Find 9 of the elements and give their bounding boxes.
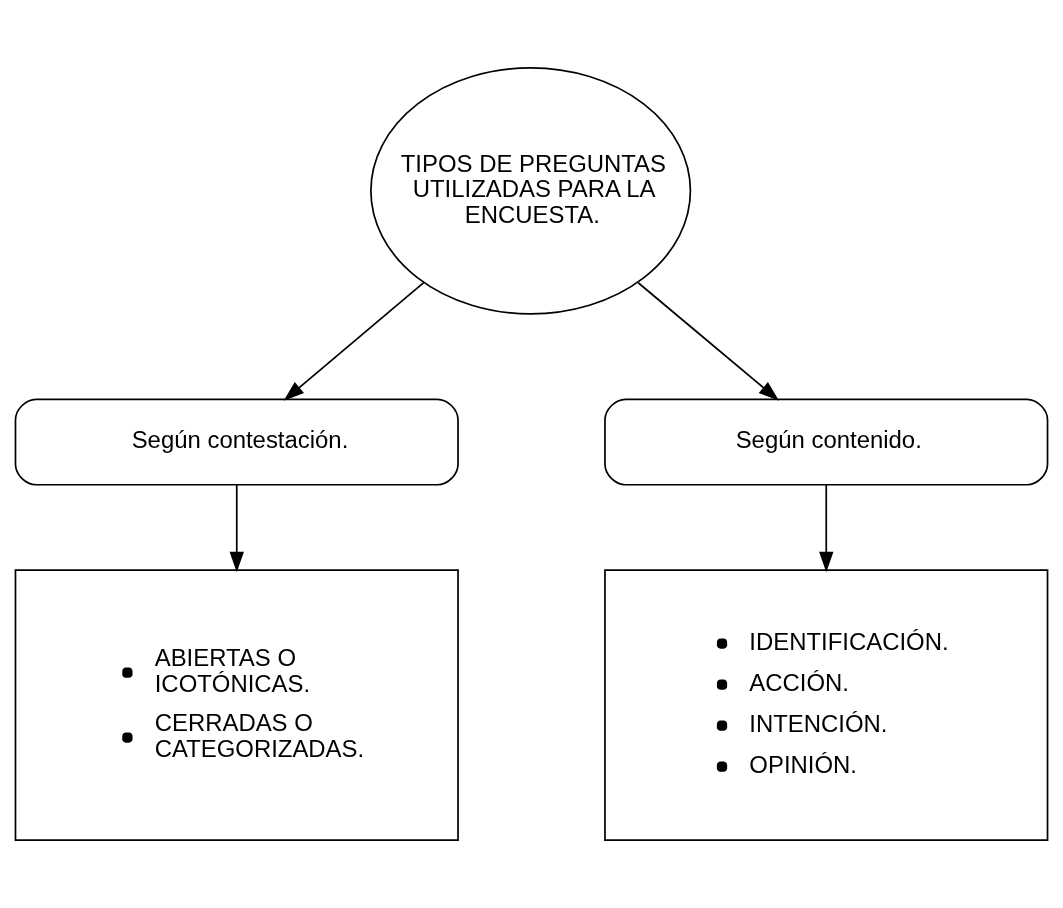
arrow bbox=[637, 281, 780, 401]
node-ellipse: TIPOS DE PREGUNTAS UTILIZADAS PARA LA ENCUESTA. bbox=[370, 66, 692, 315]
arrow bbox=[283, 281, 425, 401]
node-box: ABIERTAS O ICOTÓNICAS. CERRADAS O CATEGORIZADAS. bbox=[14, 569, 459, 842]
arrow bbox=[229, 484, 244, 573]
node-box: IDENTIFICACIÓN. ACCIÓN. INTENCIÓN. OPINIÓN. bbox=[604, 569, 1049, 842]
node-box: Según contestación. bbox=[14, 398, 459, 486]
node-box: Según contenido. bbox=[604, 398, 1049, 486]
arrow bbox=[819, 484, 834, 573]
